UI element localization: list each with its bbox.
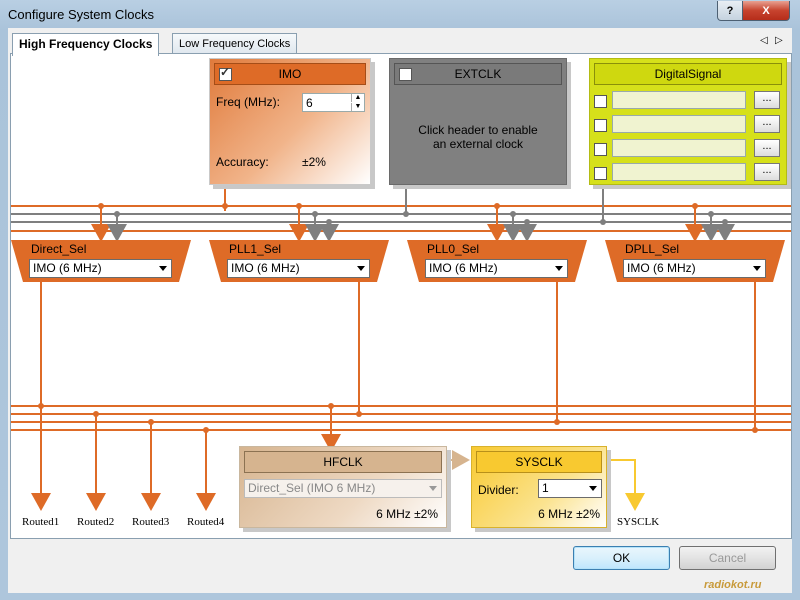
digital-signal-panel: DigitalSignal ... ... ... — [589, 58, 787, 185]
browse-button[interactable]: ... — [754, 91, 780, 109]
ok-button[interactable]: OK — [573, 546, 670, 570]
imo-freq-value: 6 — [306, 96, 313, 110]
sysclk-divider-dropdown[interactable]: 1 — [538, 479, 602, 498]
digital-signal-checkbox[interactable] — [594, 143, 607, 156]
hfclk-header: HFCLK — [244, 451, 442, 473]
routed-label: Routed2 — [77, 516, 115, 528]
browse-button[interactable]: ... — [754, 115, 780, 133]
chevron-down-icon — [159, 266, 167, 271]
imo-accuracy-label: Accuracy: — [216, 155, 269, 169]
chevron-down-icon — [753, 266, 761, 271]
stepper-up-icon[interactable]: ▲ — [351, 94, 364, 102]
close-button[interactable]: X — [742, 1, 790, 21]
imo-panel: ✓ IMO Freq (MHz): 6 ▲ ▼ Accuracy: ±2% — [209, 58, 371, 185]
check-icon: ✓ — [220, 65, 231, 79]
extclk-message: Click header to enable an external clock — [418, 123, 538, 151]
dialog-client: High Frequency Clocks Low Frequency Cloc… — [8, 28, 792, 593]
sysclk-output-label: SYSCLK — [617, 516, 660, 528]
sysclk-title: SYSCLK — [515, 455, 563, 469]
tab-high-frequency-clocks[interactable]: High Frequency Clocks — [12, 33, 160, 56]
chevron-down-icon — [555, 266, 563, 271]
extclk-title: EXTCLK — [454, 67, 502, 81]
routed-label: Routed1 — [22, 516, 60, 528]
hfclk-panel: HFCLK Direct_Sel (IMO 6 MHz) 6 MHz ±2% — [239, 446, 447, 528]
selector-title: DPLL_Sel — [625, 242, 680, 256]
selector-value: IMO (6 MHz) — [429, 261, 498, 275]
browse-button[interactable]: ... — [754, 163, 780, 181]
digital-signal-header[interactable]: DigitalSignal — [594, 63, 782, 85]
close-icon: X — [762, 4, 770, 17]
help-button[interactable]: ? — [717, 1, 743, 21]
extclk-panel: EXTCLK Click header to enable an externa… — [389, 58, 567, 185]
digital-signal-field[interactable] — [612, 163, 746, 181]
digital-signal-field[interactable] — [612, 115, 746, 133]
selector-title: Direct_Sel — [31, 242, 87, 256]
hfclk-source-value: Direct_Sel (IMO 6 MHz) — [248, 481, 376, 495]
imo-freq-label: Freq (MHz): — [216, 95, 280, 109]
title-bar: Configure System Clocks ? X — [0, 0, 800, 28]
clock-diagram-canvas: ✓ IMO Freq (MHz): 6 ▲ ▼ Accuracy: ±2% EX… — [10, 53, 792, 539]
digital-signal-checkbox[interactable] — [594, 95, 607, 108]
chevron-down-icon — [429, 486, 437, 491]
tab-next-icon[interactable]: ▷ — [775, 35, 783, 46]
selector-value: IMO (6 MHz) — [231, 261, 300, 275]
selector-title: PLL1_Sel — [229, 242, 282, 256]
hfclk-title: HFCLK — [323, 455, 363, 469]
stepper-down-icon[interactable]: ▼ — [351, 103, 364, 111]
sysclk-freq: 6 MHz ±2% — [538, 507, 600, 521]
imo-enable-checkbox[interactable] — [219, 68, 232, 81]
routed-label: Routed4 — [187, 516, 225, 528]
tab-label: High Frequency Clocks — [19, 37, 153, 51]
tab-label: Low Frequency Clocks — [179, 38, 291, 50]
browse-button[interactable]: ... — [754, 139, 780, 157]
wiring-diagram — [11, 184, 791, 511]
extclk-header[interactable]: EXTCLK — [394, 63, 562, 85]
selector-dropdown[interactable]: IMO (6 MHz) — [29, 259, 172, 278]
selector-dropdown[interactable]: IMO (6 MHz) — [227, 259, 370, 278]
tab-low-frequency-clocks[interactable]: Low Frequency Clocks — [172, 33, 298, 54]
selector-value: IMO (6 MHz) — [627, 261, 696, 275]
sysclk-panel: SYSCLK Divider: 1 6 MHz ±2% — [471, 446, 607, 528]
hfclk-source-dropdown[interactable]: Direct_Sel (IMO 6 MHz) — [244, 479, 442, 498]
imo-freq-stepper[interactable]: 6 ▲ ▼ — [302, 93, 365, 112]
browse-label: ... — [762, 116, 772, 128]
selector-title: PLL0_Sel — [427, 242, 480, 256]
selector-dropdown[interactable]: IMO (6 MHz) — [623, 259, 766, 278]
browse-label: ... — [762, 164, 772, 176]
sysclk-divider-value: 1 — [542, 481, 549, 495]
cancel-label: Cancel — [708, 551, 747, 565]
selector-value: IMO (6 MHz) — [33, 261, 102, 275]
digital-signal-field[interactable] — [612, 91, 746, 109]
chevron-down-icon — [357, 266, 365, 271]
ok-label: OK — [612, 551, 631, 565]
browse-label: ... — [762, 140, 772, 152]
help-icon: ? — [726, 4, 734, 17]
hfclk-freq: 6 MHz ±2% — [376, 507, 438, 521]
selector-dropdown[interactable]: IMO (6 MHz) — [425, 259, 568, 278]
sysclk-header: SYSCLK — [476, 451, 602, 473]
extclk-enable-checkbox[interactable] — [399, 68, 412, 81]
sysclk-divider-label: Divider: — [478, 483, 519, 497]
imo-header[interactable]: ✓ IMO — [214, 63, 366, 85]
digital-signal-field[interactable] — [612, 139, 746, 157]
digital-signal-title: DigitalSignal — [654, 67, 722, 81]
cancel-button[interactable]: Cancel — [679, 546, 776, 570]
chevron-down-icon — [589, 486, 597, 491]
watermark-text: radiokot.ru — [704, 579, 762, 591]
digital-signal-checkbox[interactable] — [594, 119, 607, 132]
digital-signal-checkbox[interactable] — [594, 167, 607, 180]
routed-label: Routed3 — [132, 516, 170, 528]
tab-prev-icon[interactable]: ◁ — [760, 35, 768, 46]
browse-label: ... — [762, 92, 772, 104]
window-title: Configure System Clocks — [8, 7, 154, 22]
imo-accuracy-value: ±2% — [302, 155, 326, 169]
imo-title: IMO — [278, 67, 302, 81]
